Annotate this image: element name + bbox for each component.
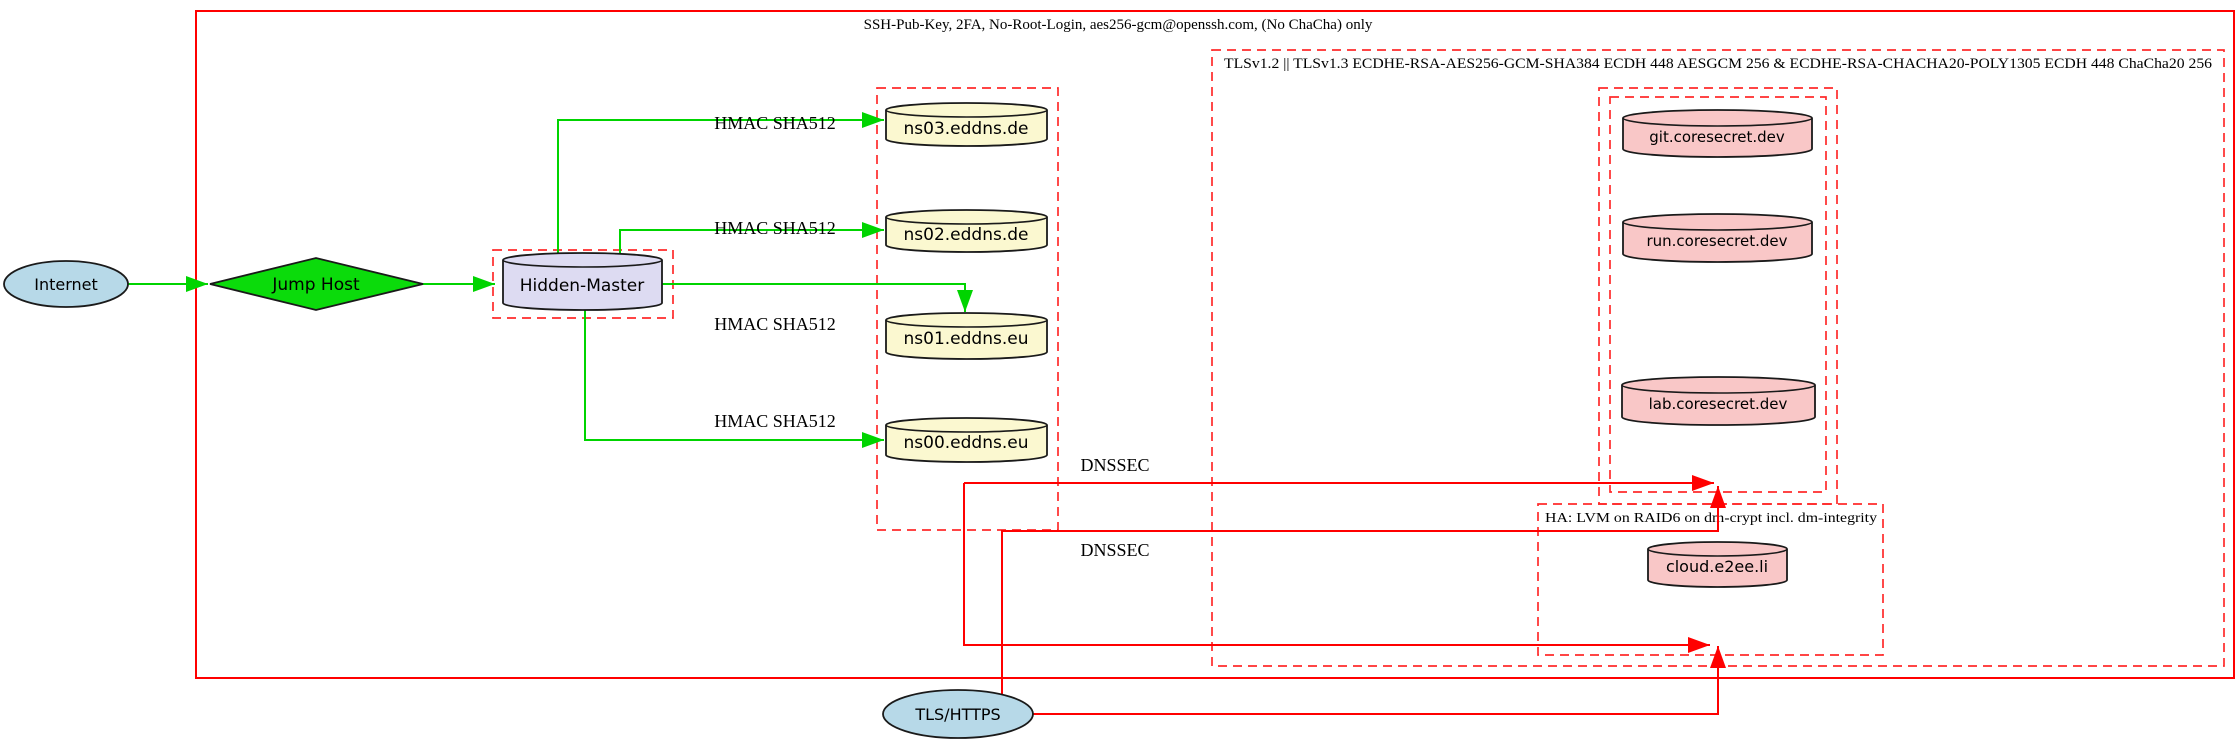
edge-dnssec-lower — [963, 483, 1710, 653]
internet-ellipse — [3, 260, 129, 308]
edge-labels: HMAC SHA512 HMAC SHA512 HMAC SHA512 HMAC… — [714, 113, 1149, 560]
cloud-label: cloud.e2ee.li — [1666, 557, 1768, 576]
node-ns01: ns01.eddns.eu — [885, 312, 1048, 360]
tls-https-label: TLS/HTTPS — [914, 705, 1000, 724]
ns01-label: ns01.eddns.eu — [904, 329, 1029, 349]
node-cloud: cloud.e2ee.li — [1647, 541, 1788, 588]
edge-tls-coresecret — [1001, 486, 1726, 695]
ns01-cylinder — [885, 312, 1048, 360]
node-internet: Internet — [3, 260, 129, 308]
edge-tls-ha — [1033, 646, 1726, 715]
ns01-cylinder-lid — [885, 319, 1048, 328]
edge-hiddenmaster-ns00 — [584, 308, 884, 448]
ns03-cylinder-lid — [885, 109, 1048, 118]
jump-host-label: Jump Host — [271, 275, 360, 295]
cluster-ha-label: HA: LVM on RAID6 on dm-crypt incl. dm-in… — [1545, 510, 1877, 525]
edge-hiddenmaster-ns02 — [619, 222, 884, 254]
node-ns02: ns02.eddns.de — [885, 209, 1048, 253]
tls-https-ellipse — [882, 689, 1034, 739]
lab-cylinder — [1621, 376, 1816, 426]
ns02-cylinder-lid — [885, 216, 1048, 225]
cloud-cylinder — [1647, 541, 1788, 588]
run-label: run.coresecret.dev — [1646, 232, 1787, 250]
edge-label-dnssec-upper: DNSSEC — [1080, 455, 1149, 475]
edge-label-hmac-ns03: HMAC SHA512 — [714, 113, 836, 133]
cluster-coresecret-inner-border — [1609, 96, 1827, 493]
edge-label-hmac-ns00: HMAC SHA512 — [714, 411, 836, 431]
ns00-label: ns00.eddns.eu — [904, 433, 1029, 453]
node-git: git.coresecret.dev — [1622, 109, 1813, 158]
run-cylinder — [1622, 213, 1813, 263]
jump-host-diamond — [209, 257, 424, 311]
edge-label-hmac-ns02: HMAC SHA512 — [714, 218, 836, 238]
lab-label: lab.coresecret.dev — [1649, 395, 1788, 413]
lab-cylinder-lid — [1621, 384, 1816, 394]
edges-red — [963, 475, 1726, 715]
git-cylinder — [1622, 109, 1813, 158]
hidden-master-label: Hidden-Master — [520, 276, 645, 296]
ns02-cylinder — [885, 209, 1048, 253]
hidden-master-cylinder — [502, 252, 663, 311]
cluster-eddns-border — [876, 87, 1059, 531]
cluster-tls-label: TLSv1.2 || TLSv1.3 ECDHE-RSA-AES256-GCM-… — [1224, 56, 2213, 72]
node-hidden-master: Hidden-Master — [502, 252, 663, 311]
node-tls-https: TLS/HTTPS — [882, 689, 1034, 739]
cluster-ssh-label: SSH-Pub-Key, 2FA, No-Root-Login, aes256-… — [864, 17, 1373, 33]
edge-hiddenmaster-ns01 — [662, 283, 973, 312]
ns03-label: ns03.eddns.de — [904, 119, 1029, 139]
ns02-label: ns02.eddns.de — [904, 225, 1029, 245]
run-cylinder-lid — [1622, 221, 1813, 231]
node-run: run.coresecret.dev — [1622, 213, 1813, 263]
cloud-cylinder-lid — [1647, 548, 1788, 557]
git-cylinder-lid — [1622, 117, 1813, 127]
internet-label: Internet — [34, 275, 98, 294]
node-ns00: ns00.eddns.eu — [885, 417, 1048, 463]
ns00-cylinder-lid — [885, 424, 1048, 433]
edge-label-dnssec-lower: DNSSEC — [1080, 540, 1149, 560]
node-jump-host: Jump Host — [209, 257, 424, 311]
node-lab: lab.coresecret.dev — [1621, 376, 1816, 426]
node-ns03: ns03.eddns.de — [885, 102, 1048, 147]
edges-green — [128, 112, 973, 448]
cluster-ssh-border — [195, 10, 2235, 679]
ns00-cylinder — [885, 417, 1048, 463]
ns03-cylinder — [885, 102, 1048, 147]
hidden-master-cylinder-lid — [502, 259, 663, 268]
edge-label-hmac-ns01: HMAC SHA512 — [714, 314, 836, 334]
git-label: git.coresecret.dev — [1649, 128, 1785, 146]
cluster-ssh: SSH-Pub-Key, 2FA, No-Root-Login, aes256-… — [195, 10, 2235, 679]
edge-hiddenmaster-ns03 — [557, 112, 884, 254]
